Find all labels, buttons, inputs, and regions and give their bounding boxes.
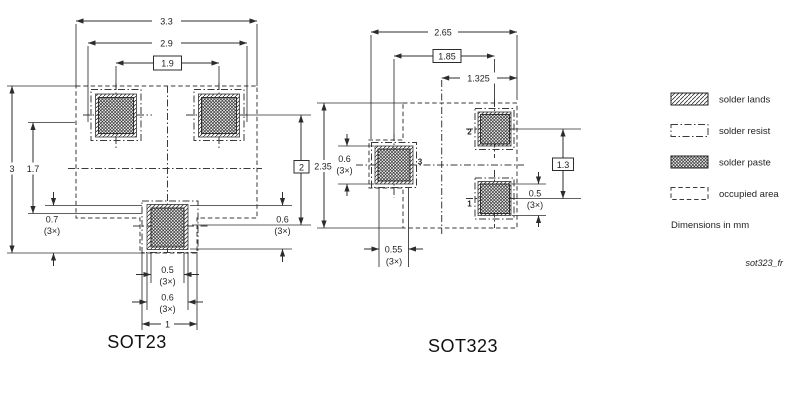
sot323-dim-0.5: 0.5 bbox=[529, 189, 542, 199]
sot323-dim-0.55: 0.55 bbox=[385, 245, 403, 255]
sot323-dim-2.65: 2.65 bbox=[434, 28, 452, 38]
sot323-title: SOT323 bbox=[428, 336, 498, 356]
sot23-dim-0.6-right-count: (3×) bbox=[274, 226, 290, 236]
sot23-dim-2: 2 bbox=[299, 163, 304, 173]
legend-item-solder-lands: solder lands bbox=[670, 92, 770, 106]
sot23-dim-1.9-box bbox=[153, 55, 182, 71]
sot323-pad-2 bbox=[474, 108, 515, 150]
sot23-dim-0.5: 0.5 bbox=[161, 265, 174, 275]
sot23-dim-0.6-right: 0.6 bbox=[276, 215, 289, 225]
sot323-dim-0.6: 0.6 bbox=[338, 154, 351, 164]
sot23-pad-right bbox=[193, 89, 245, 141]
sot23-dim-0.5-count: (3×) bbox=[159, 277, 175, 287]
sot323-dim-0.6-count: (3×) bbox=[336, 166, 352, 176]
sot323-dimension-lines bbox=[321, 29, 566, 252]
solder-resist-swatch bbox=[670, 124, 709, 137]
sot323-dim-1.325: 1.325 bbox=[467, 74, 490, 84]
sot23-dim-0.7: 0.7 bbox=[46, 215, 59, 225]
sot323-dim-1.3: 1.3 bbox=[557, 160, 570, 170]
legend-label-occupied-area: occupied area bbox=[719, 189, 779, 200]
sot23-dim-2-box bbox=[293, 160, 310, 174]
occupied-area-swatch bbox=[670, 187, 709, 200]
sot323-pad-1 bbox=[474, 177, 515, 220]
legend-label-solder-lands: solder lands bbox=[719, 95, 770, 106]
sot23-dim-0.6-bottom-count: (3×) bbox=[159, 304, 175, 314]
sot23-dim-0.6-bottom: 0.6 bbox=[161, 293, 174, 303]
solder-paste-swatch bbox=[670, 155, 709, 169]
sot23-dim-1.9: 1.9 bbox=[161, 59, 174, 69]
solder-lands-swatch bbox=[670, 92, 709, 106]
sot23-dimension-labels: 3.3 2.9 1.9 3 1.7 2 0.7 (3×) 0.6 (3×) 0.… bbox=[5, 15, 310, 330]
sot23-diagram: 3.3 2.9 1.9 3 1.7 2 0.7 (3×) 0.6 (3×) 0.… bbox=[5, 15, 311, 352]
sot323-dim-0.5-count: (3×) bbox=[527, 200, 543, 210]
drawing-reference-code: sot323_fr bbox=[745, 258, 784, 268]
sot323-dim-1.85-box bbox=[432, 49, 462, 63]
legend-label-solder-paste: solder paste bbox=[719, 158, 771, 169]
sot323-occupied-area-outline bbox=[368, 102, 518, 229]
sot23-occupied-area-outline bbox=[75, 85, 258, 254]
sot23-pad-left bbox=[90, 89, 142, 141]
legend-item-solder-resist: solder resist bbox=[670, 124, 771, 137]
sot23-dim-2.9: 2.9 bbox=[160, 39, 173, 49]
legend-item-solder-paste: solder paste bbox=[670, 155, 771, 169]
sot23-dim-3.3: 3.3 bbox=[160, 17, 173, 27]
sot323-pad-2-number: 2 bbox=[467, 128, 472, 137]
legend: solder lands solder resist solder paste … bbox=[670, 92, 784, 268]
sot23-dim-1.7: 1.7 bbox=[27, 164, 40, 174]
dimensions-note: Dimensions in mm bbox=[671, 220, 749, 231]
sot23-title: SOT23 bbox=[107, 332, 167, 352]
sot323-dimension-labels: 2.65 1.85 1.325 2.35 1.3 0.6 (3×) 0.5 (3… bbox=[310, 26, 574, 267]
sot323-dim-0.55-count: (3×) bbox=[386, 257, 402, 267]
sot323-dim-2.35: 2.35 bbox=[314, 162, 332, 172]
sot23-dim-0.7-count: (3×) bbox=[44, 226, 60, 236]
sot323-pad-1-number: 1 bbox=[467, 200, 472, 209]
sot323-diagram: 2.65 1.85 1.325 2.35 1.3 0.6 (3×) 0.5 (3… bbox=[310, 26, 581, 356]
legend-item-occupied-area: occupied area bbox=[670, 187, 779, 200]
sot323-pad-3-number: 3 bbox=[418, 158, 423, 167]
sot23-pad-bottom bbox=[141, 200, 199, 253]
sot323-extension-lines bbox=[317, 35, 581, 267]
sot323-dim-1.3-box bbox=[552, 157, 574, 171]
legend-label-solder-resist: solder resist bbox=[719, 126, 771, 137]
sot323-dim-1.85: 1.85 bbox=[438, 52, 456, 62]
sot23-extension-lines bbox=[7, 24, 311, 330]
sot23-dim-1: 1 bbox=[165, 320, 170, 330]
sot23-dim-3: 3 bbox=[9, 164, 14, 174]
sot323-pad-3 bbox=[371, 142, 417, 188]
